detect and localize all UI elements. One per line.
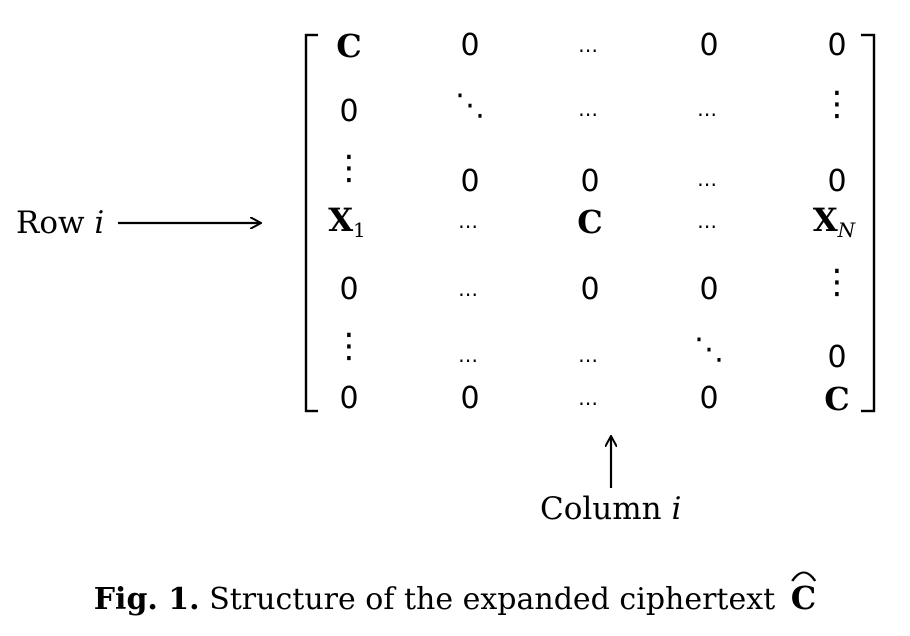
figure-caption-text: Structure of the expanded ciphertext <box>209 582 776 617</box>
column-label-var: i <box>671 491 682 527</box>
wide-hat-icon <box>790 571 817 582</box>
row-label-var: i <box>94 205 105 241</box>
expanded-ciphertext-symbol: C <box>791 571 816 614</box>
row-label: Row i <box>16 208 104 239</box>
column-label: Column i <box>540 494 681 525</box>
row-label-text: Row <box>16 205 85 241</box>
figure-number: Fig. 1. <box>93 582 200 617</box>
left-bracket <box>304 33 318 413</box>
figure-caption: Fig. 1. Structure of the expanded cipher… <box>0 571 910 617</box>
column-label-text: Column <box>540 491 662 527</box>
right-bracket <box>861 33 876 413</box>
